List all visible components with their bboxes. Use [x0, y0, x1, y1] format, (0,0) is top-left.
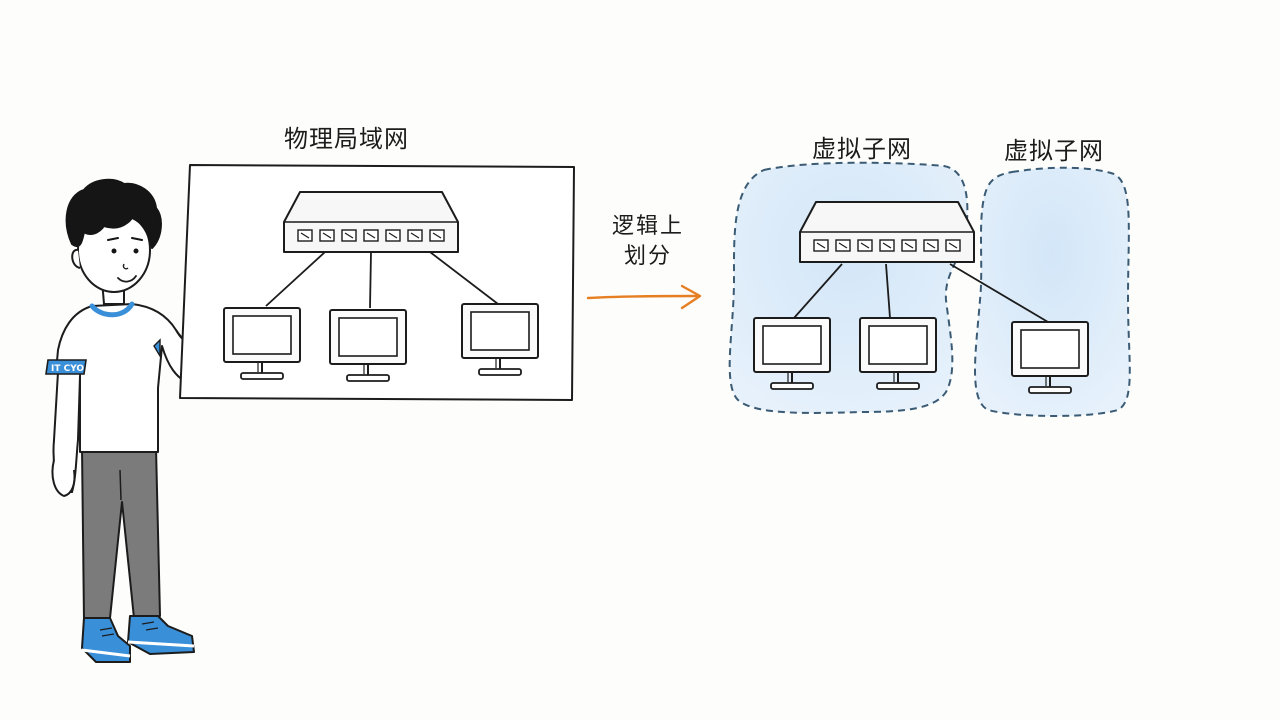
arrow-right-icon	[586, 284, 702, 310]
armband	[45, 359, 87, 375]
logical-division-label: 逻辑上划分	[611, 214, 684, 269]
physical-lan-label: 物理局域网	[284, 125, 409, 153]
virtual-subnet-2-label: 虚拟子网	[1004, 137, 1104, 165]
armband-text: IT CYO	[51, 364, 84, 374]
physical-cables	[265, 251, 499, 309]
right-shoe	[127, 615, 195, 655]
presenter-figure: IT CYO	[45, 178, 218, 663]
virtual-cables	[793, 263, 1049, 323]
virtual-subnet-1-region	[728, 161, 969, 414]
virtual-subnet-1-label: 虚拟子网	[812, 135, 912, 163]
switch-icon	[799, 201, 975, 263]
switch-icon	[283, 191, 459, 253]
